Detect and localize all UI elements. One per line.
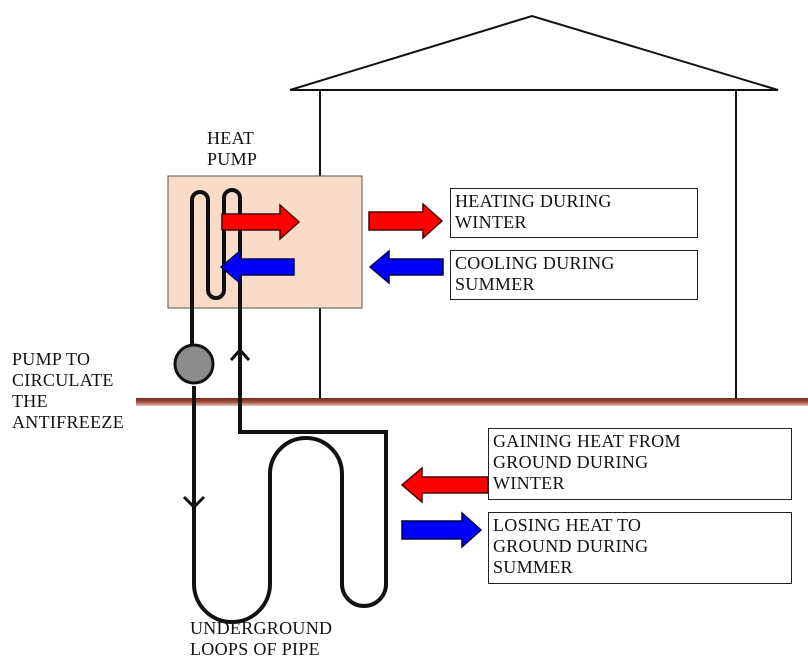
circulation-pump-icon [173,343,215,385]
heat-pump-label-line: HEAT [207,128,255,148]
gaining-heat-line: WINTER [493,473,565,493]
pump-label-line: PUMP TO [12,349,91,369]
heat-pump-box [167,175,363,309]
gaining-heat-box: GAINING HEAT FROM GROUND DURING WINTER [488,428,792,500]
pump-label: PUMP TO CIRCULATE THE ANTIFREEZE [12,349,124,433]
cooling-summer-arrow [368,249,444,285]
cooling-summer-line: COOLING DURING [455,253,615,273]
heating-winter-box: HEATING DURING WINTER [450,188,698,238]
losing-heat-box: LOSING HEAT TO GROUND DURING SUMMER [488,512,792,584]
underground-label-line: UNDERGROUND [190,618,333,638]
heat-pump-label-line: PUMP [207,149,258,169]
pump-label-line: THE [12,391,48,411]
heating-winter-arrow [368,202,444,240]
ground-line [136,398,808,406]
heat-pump-cool-arrow [219,249,295,285]
heat-pump-warm-arrow [221,203,301,241]
pump-label-line: CIRCULATE [12,370,114,390]
flow-down-arrow [182,495,206,510]
heating-winter-line: HEATING DURING [455,191,612,211]
gaining-heat-line: GAINING HEAT FROM [493,431,681,451]
heating-winter-line: WINTER [455,212,527,232]
gaining-heat-line: GROUND DURING [493,452,649,472]
pump-label-line: ANTIFREEZE [12,412,124,432]
heat-pump-label: HEAT PUMP [207,128,257,170]
cooling-summer-box: COOLING DURING SUMMER [450,250,698,300]
losing-heat-line: LOSING HEAT TO [493,515,642,535]
pipe-loop [190,188,388,624]
losing-heat-line: GROUND DURING [493,536,649,556]
losing-heat-arrow [401,511,483,549]
heat-pump-coil [190,188,242,364]
cooling-summer-line: SUMMER [455,274,535,294]
underground-label-line: LOOPS OF PIPE [190,639,320,659]
underground-loops-label: UNDERGROUND LOOPS OF PIPE [190,618,332,660]
return-pipe [192,296,388,624]
losing-heat-line: SUMMER [493,557,573,577]
flow-up-arrow [229,347,251,362]
gaining-heat-arrow [400,466,489,504]
house-roof [289,14,779,91]
